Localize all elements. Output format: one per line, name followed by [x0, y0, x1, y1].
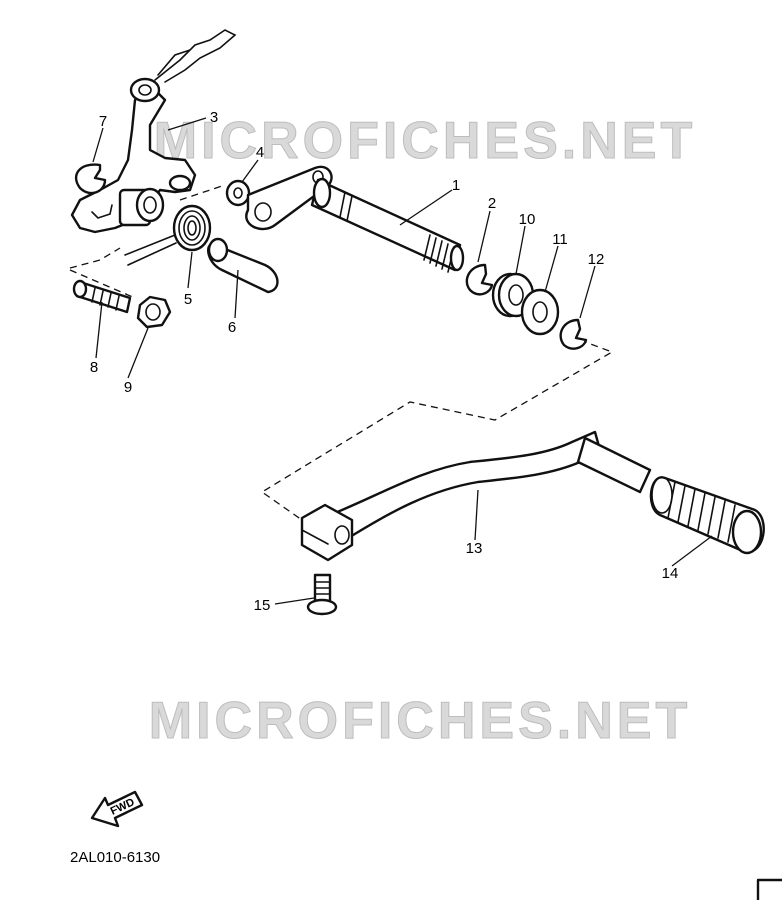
shift-arm-part-3 — [70, 29, 237, 234]
callout-4: 4 — [256, 144, 264, 161]
washer-part-11 — [520, 288, 560, 336]
torsion-spring-part-5 — [124, 204, 212, 266]
shift-pedal-part-13 — [300, 430, 652, 562]
pedal-rubber-part-14 — [649, 476, 765, 555]
washer-part-4 — [225, 179, 251, 207]
diagram-code: 2AL010-6130 — [70, 849, 160, 866]
callout-9: 9 — [124, 379, 132, 396]
callout-13: 13 — [466, 540, 483, 557]
callout-7: 7 — [99, 113, 107, 130]
callout-11: 11 — [552, 231, 568, 248]
circlip-part-2 — [465, 263, 494, 296]
callout-10: 10 — [519, 211, 536, 228]
callout-6: 6 — [228, 319, 236, 336]
watermark-bottom: MICROFICHES.NET — [149, 692, 691, 750]
shift-shaft-part-1 — [245, 165, 465, 273]
circlip-part-12 — [559, 318, 588, 350]
callout-8: 8 — [90, 359, 98, 376]
pinch-bolt-part-15 — [306, 573, 338, 616]
callout-3: 3 — [210, 109, 218, 126]
callout-12: 12 — [588, 251, 605, 268]
callout-1: 1 — [452, 177, 460, 194]
callout-5: 5 — [184, 291, 192, 308]
callout-15: 15 — [254, 597, 271, 614]
corner-frame-mark — [756, 878, 782, 900]
collar-part-6 — [207, 237, 279, 294]
nut-part-9 — [136, 295, 172, 329]
fwd-arrow-icon: FWD — [90, 790, 144, 828]
callout-2: 2 — [488, 195, 496, 212]
leader-lines — [92, 117, 713, 605]
callout-14: 14 — [662, 565, 679, 582]
assembly-guide-lines — [69, 184, 614, 521]
bolt-part-8 — [72, 279, 132, 314]
circlip-part-7 — [74, 163, 107, 195]
watermark-top: MICROFICHES.NET — [154, 112, 696, 170]
